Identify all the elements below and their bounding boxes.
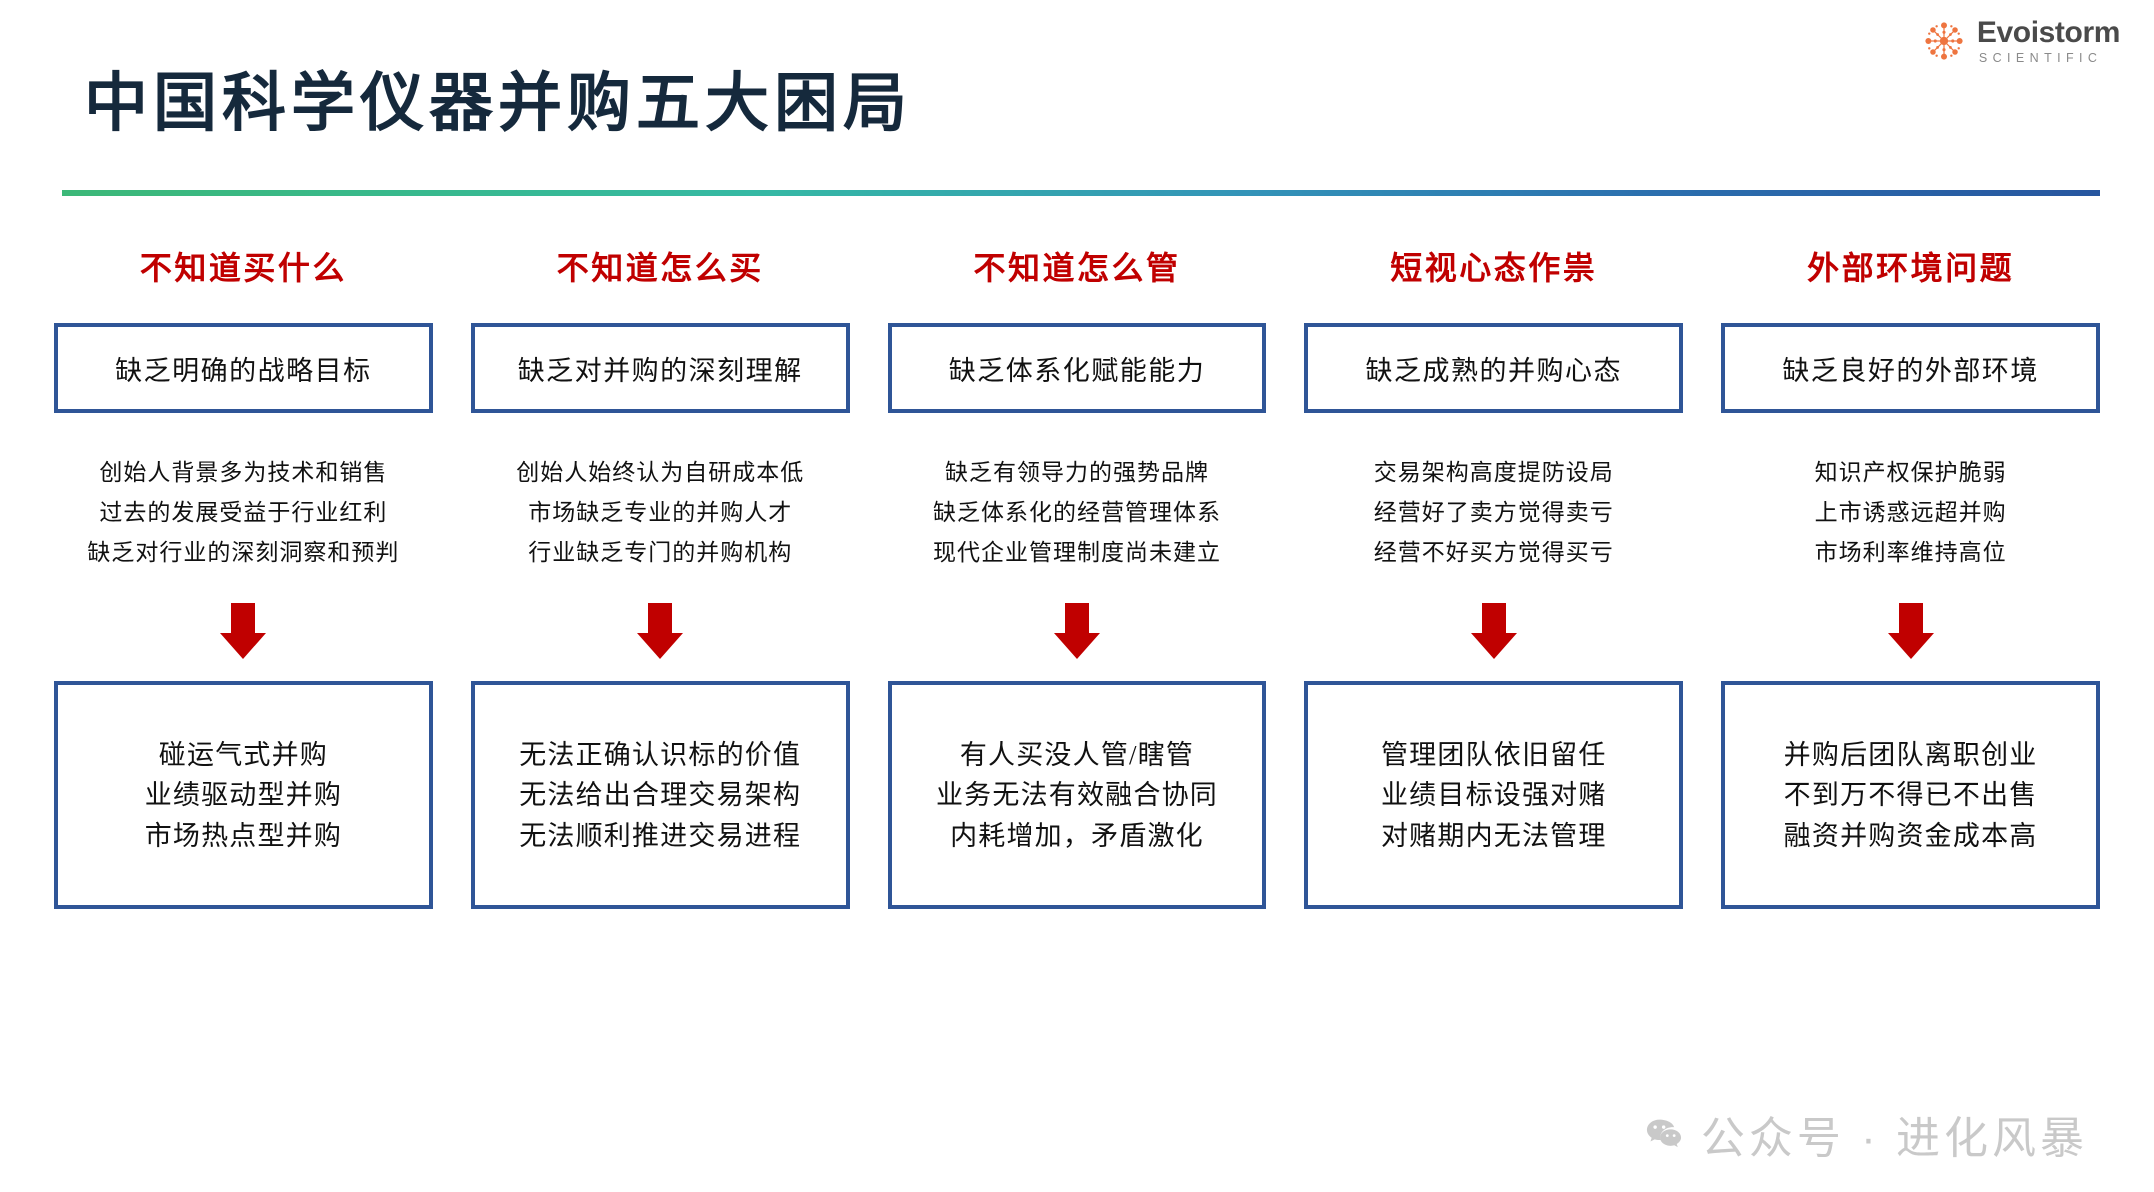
causes-list: 缺乏有领导力的强势品牌 缺乏体系化的经营管理体系 现代企业管理制度尚未建立	[888, 460, 1267, 566]
column-2: 不知道怎么买 缺乏对并购的深刻理解 创始人始终认为自研成本低 市场缺乏专业的并购…	[470, 238, 850, 910]
column-header: 不知道怎么买	[556, 250, 764, 286]
columns-grid: 不知道买什么 缺乏明确的战略目标 创始人背景多为技术和销售 过去的发展受益于行业…	[54, 238, 2100, 910]
cause-item: 知识产权保护脆弱	[1814, 460, 2007, 485]
column-5: 外部环境问题 缺乏良好的外部环境 知识产权保护脆弱 上市诱惑远超并购 市场利率维…	[1721, 238, 2100, 910]
down-arrow-icon	[1053, 603, 1100, 660]
down-arrow-icon	[220, 603, 267, 660]
watermark-text: 公众号 · 进化风暴	[1700, 1114, 2088, 1163]
outcome-box: 并购后团队离职创业 不到万不得已不出售 融资并购资金成本高	[1721, 681, 2100, 910]
problem-box: 缺乏良好的外部环境	[1721, 323, 2100, 413]
outcome-item: 并购后团队离职创业	[1783, 740, 2038, 771]
causes-list: 创始人始终认为自研成本低 市场缺乏专业的并购人才 行业缺乏专门的并购机构	[471, 460, 850, 566]
outcome-item: 市场热点型并购	[144, 820, 343, 851]
outcome-item: 不到万不得已不出售	[1783, 780, 2038, 811]
outcome-item: 有人买没人管/瞎管	[959, 740, 1195, 771]
problem-box: 缺乏对并购的深刻理解	[470, 323, 850, 413]
outcome-item: 无法正确认识标的价值	[519, 740, 802, 771]
down-arrow-icon	[1887, 603, 1934, 660]
wechat-icon	[1646, 1119, 1681, 1148]
cause-item: 创始人始终认为自研成本低	[516, 460, 805, 485]
down-arrow-icon	[1470, 603, 1517, 660]
column-1: 不知道买什么 缺乏明确的战略目标 创始人背景多为技术和销售 过去的发展受益于行业…	[54, 238, 433, 910]
problem-label: 缺乏成熟的并购心态	[1365, 355, 1623, 386]
causes-list: 交易架构高度提防设局 经营好了卖方觉得卖亏 经营不好买方觉得买亏	[1304, 460, 1683, 566]
outcome-box: 无法正确认识标的价值 无法给出合理交易架构 无法顺利推进交易进程	[470, 681, 850, 910]
column-4: 短视心态作祟 缺乏成熟的并购心态 交易架构高度提防设局 经营好了卖方觉得卖亏 经…	[1304, 238, 1684, 910]
cause-item: 缺乏对行业的深刻洞察和预判	[87, 540, 400, 566]
outcome-item: 碰运气式并购	[158, 740, 328, 771]
cause-item: 现代企业管理制度尚未建立	[932, 540, 1221, 566]
outcome-item: 管理团队依旧留任	[1380, 740, 1607, 771]
cause-item: 上市诱惑远超并购	[1814, 500, 2007, 526]
cause-item: 缺乏体系化的经营管理体系	[932, 500, 1221, 526]
cause-item: 创始人背景多为技术和销售	[99, 460, 388, 485]
cause-item: 经营好了卖方觉得卖亏	[1373, 500, 1614, 526]
problem-box: 缺乏明确的战略目标	[54, 323, 433, 413]
brand-wordmark: Evoistorm SCIENTIFIC	[1976, 16, 2121, 65]
problem-label: 缺乏良好的外部环境	[1782, 355, 2039, 386]
outcome-item: 无法顺利推进交易进程	[519, 820, 802, 851]
molecule-starburst-icon	[1925, 22, 1963, 60]
title-divider	[62, 190, 2100, 196]
column-3: 不知道怎么管 缺乏体系化赋能能力 缺乏有领导力的强势品牌 缺乏体系化的经营管理体…	[887, 238, 1267, 910]
brand-logo: Evoistorm SCIENTIFIC	[1921, 18, 2120, 65]
cause-item: 行业缺乏专门的并购机构	[528, 540, 793, 566]
cause-item: 交易架构高度提防设局	[1373, 460, 1614, 485]
column-header: 不知道怎么管	[973, 250, 1181, 286]
outcome-item: 对赌期内无法管理	[1380, 820, 1607, 851]
outcome-item: 业绩驱动型并购	[144, 780, 343, 811]
cause-item: 过去的发展受益于行业红利	[99, 500, 388, 526]
cause-item: 缺乏有领导力的强势品牌	[944, 460, 1209, 485]
outcome-box: 有人买没人管/瞎管 业务无法有效融合协同 内耗增加，矛盾激化	[887, 681, 1267, 910]
cause-item: 经营不好买方觉得买亏	[1373, 540, 1614, 566]
column-header: 短视心态作祟	[1390, 250, 1598, 286]
brand-tagline: SCIENTIFIC	[1978, 51, 2103, 65]
outcome-item: 业务无法有效融合协同	[935, 780, 1218, 811]
cause-item: 市场利率维持高位	[1814, 540, 2007, 566]
down-arrow-icon	[637, 603, 684, 660]
outcome-box: 管理团队依旧留任 业绩目标设强对赌 对赌期内无法管理	[1304, 681, 1684, 910]
problem-label: 缺乏明确的战略目标	[115, 355, 372, 386]
causes-list: 创始人背景多为技术和销售 过去的发展受益于行业红利 缺乏对行业的深刻洞察和预判	[54, 460, 433, 566]
cause-item: 市场缺乏专业的并购人才	[528, 500, 793, 526]
watermark: 公众号 · 进化风暴	[1643, 1102, 2088, 1166]
problem-box: 缺乏体系化赋能能力	[887, 323, 1267, 413]
column-header: 外部环境问题	[1807, 250, 2015, 286]
problem-label: 缺乏对并购的深刻理解	[517, 355, 803, 386]
column-header: 不知道买什么	[139, 250, 347, 286]
outcome-item: 融资并购资金成本高	[1783, 820, 2038, 851]
page-title: 中国科学仪器并购五大困局	[84, 68, 912, 139]
outcome-box: 碰运气式并购 业绩驱动型并购 市场热点型并购	[54, 681, 433, 910]
problem-box: 缺乏成熟的并购心态	[1304, 323, 1684, 413]
outcome-item: 无法给出合理交易架构	[519, 780, 802, 811]
outcome-item: 内耗增加，矛盾激化	[950, 820, 1204, 851]
outcome-item: 业绩目标设强对赌	[1380, 780, 1607, 811]
problem-label: 缺乏体系化赋能能力	[948, 355, 1206, 386]
brand-name: Evoistorm	[1976, 16, 2121, 49]
causes-list: 知识产权保护脆弱 上市诱惑远超并购 市场利率维持高位	[1721, 460, 2100, 566]
